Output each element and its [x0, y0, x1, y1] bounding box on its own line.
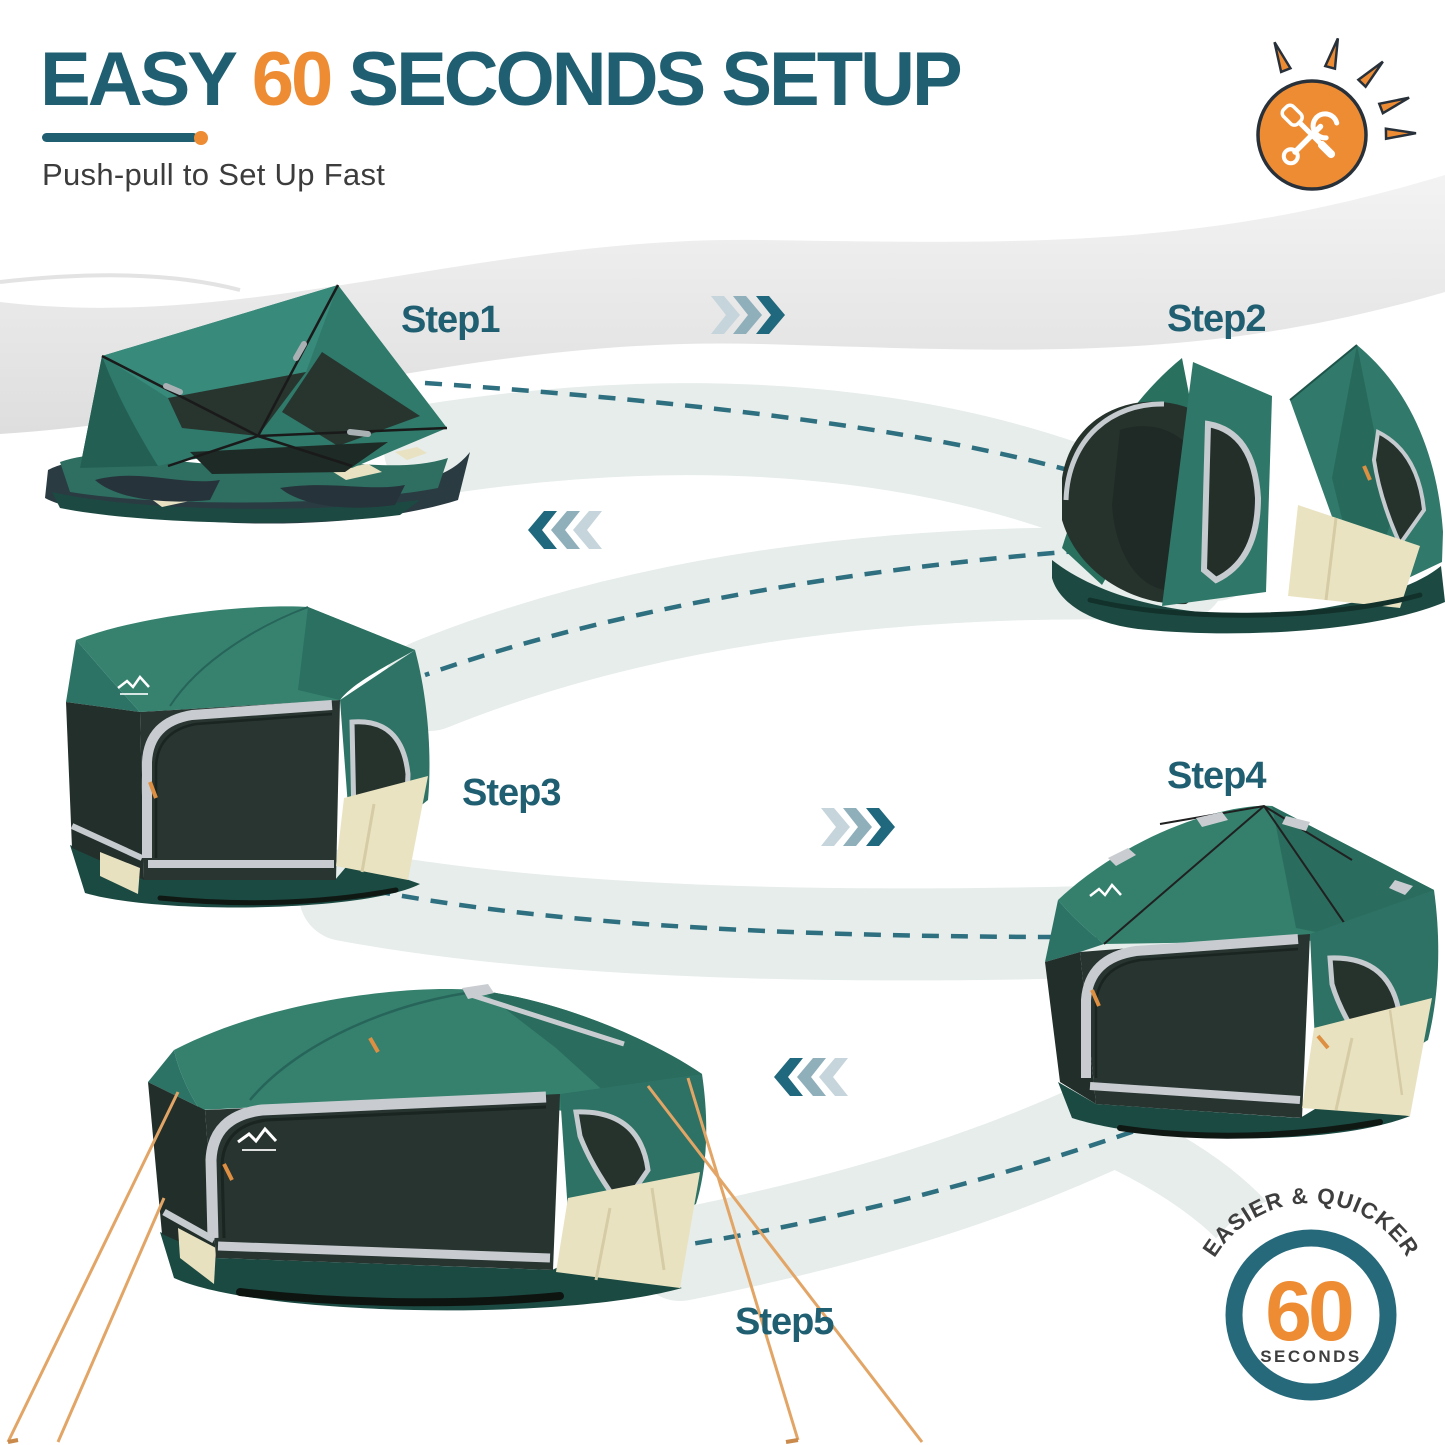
title-underline-dot [194, 131, 208, 145]
step4-tent-image [1045, 804, 1439, 1139]
title-highlight: 60 [251, 37, 334, 122]
guy-ropes [6, 1077, 924, 1443]
title-part-1: EASY [40, 37, 237, 122]
screwdriver-icon [1280, 103, 1336, 159]
tools-icon [1256, 35, 1418, 191]
step1-label: Step1 [401, 299, 500, 341]
badge-unit: SECONDS [1260, 1347, 1362, 1366]
arrow-right-icon [821, 808, 895, 846]
tent-logo [1089, 882, 1122, 897]
arrow-left-icon [528, 511, 602, 549]
page-title: EASY 60 SECONDS SETUP [40, 42, 963, 118]
title-part-2: SECONDS SETUP [348, 37, 962, 122]
step2-label: Step2 [1167, 298, 1266, 340]
badge-number: 60 [1265, 1264, 1352, 1358]
step1-tent-image [45, 284, 470, 524]
tent-stakes [7, 1438, 799, 1444]
tent-logo [237, 1126, 278, 1151]
step5-label: Step5 [735, 1301, 834, 1343]
page-subtitle: Push-pull to Set Up Fast [42, 157, 386, 192]
step5-tent-image [6, 984, 924, 1444]
step4-label: Step4 [1167, 755, 1266, 797]
badge-ring [1225, 1229, 1397, 1401]
wrench-icon [1281, 111, 1340, 166]
step3-tent-image [66, 606, 430, 908]
arrow-left-icon [774, 1058, 848, 1096]
step3-label: Step3 [462, 772, 561, 814]
step2-tent-image [1052, 344, 1445, 634]
tent-logo [117, 674, 150, 695]
title-underline [42, 133, 198, 142]
